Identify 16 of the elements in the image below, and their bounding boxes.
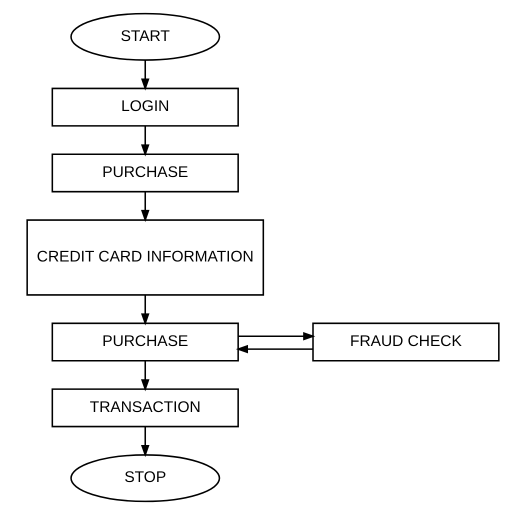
node-box: PURCHASE (52, 153, 239, 192)
node-box: LOGIN (52, 88, 239, 127)
arrow (140, 426, 150, 458)
arrow (140, 60, 150, 91)
arrow (238, 332, 316, 340)
arrow (236, 344, 313, 354)
node-ellipse: STOP (70, 454, 220, 502)
node-box: FRAUD CHECK (312, 322, 500, 362)
node-box: TRANSACTION (52, 388, 239, 428)
arrow (140, 192, 150, 222)
node-box: PURCHASE (52, 322, 239, 362)
arrow (140, 361, 150, 392)
arrow (140, 295, 150, 326)
node-ellipse: START (70, 12, 220, 61)
node-box: CREDIT CARD INFORMATION (26, 219, 264, 296)
arrow (140, 126, 150, 157)
